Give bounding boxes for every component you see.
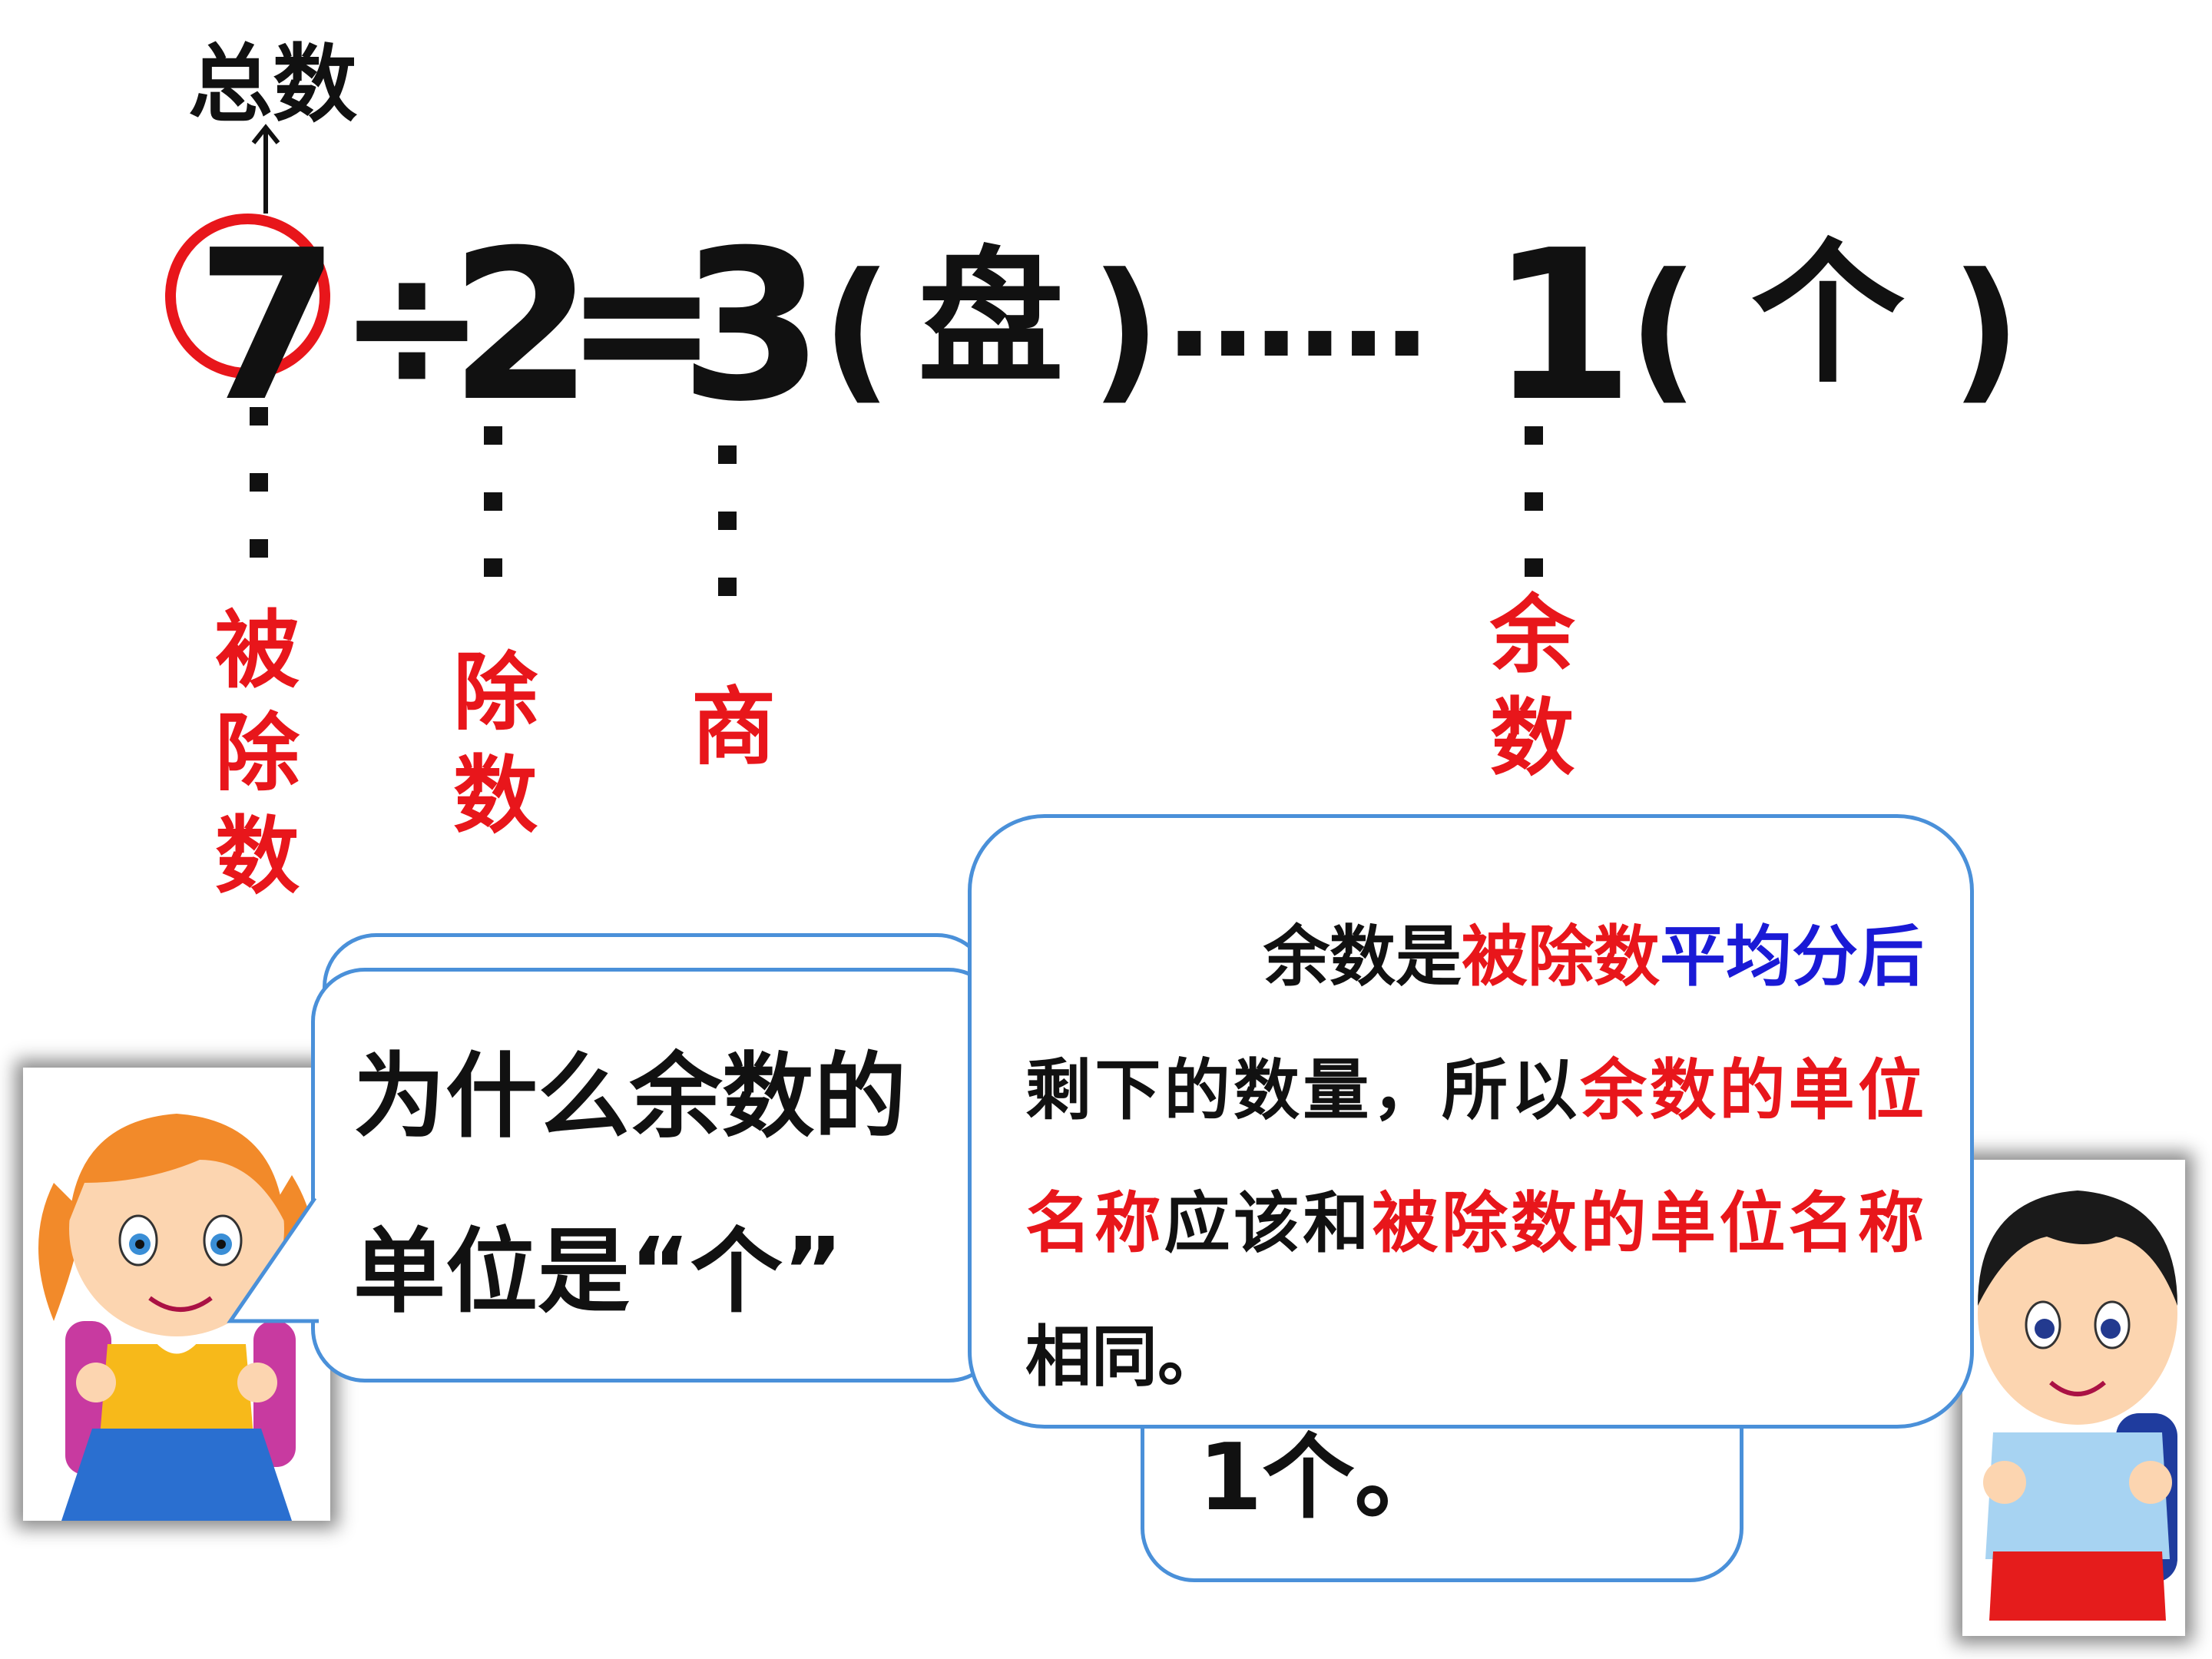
boy-character-icon (1978, 1190, 2177, 1621)
answer-bubble: 余数是被除数平均分后 剩下的数量，所以余数的单位名称应该和被除数的单位名称相同。 (968, 814, 1974, 1429)
total-label: 总数 (188, 35, 357, 134)
answer-text: 余数是被除数平均分后 剩下的数量，所以余数的单位名称应该和被除数的单位名称相同。 (1025, 919, 1925, 1396)
question-text: 为什么余数的 单位是“个” (353, 1044, 906, 1326)
dividend: 7 (196, 205, 340, 447)
question-bubble-tail (227, 1197, 319, 1323)
remainder-label: 余数 (1490, 586, 1575, 788)
remainder: 1 (1490, 205, 1634, 447)
dividend-connector (250, 407, 268, 605)
hidden-answer-text: 1个。 (1198, 1425, 1447, 1532)
quotient: 3 (680, 205, 824, 447)
quotient-unit: 盘 (918, 233, 1065, 403)
divisor-label: 除数 (453, 644, 538, 846)
ellipsis: …… (1167, 235, 1429, 387)
boy-character (1962, 1160, 2185, 1636)
remainder-close-paren: ) (1951, 240, 2022, 419)
equals-sign: = (565, 215, 720, 430)
remainder-connector (1525, 426, 1543, 624)
question-bubble: 为什么余数的 单位是“个” (311, 968, 1002, 1382)
girl-character (23, 1068, 330, 1521)
quotient-open-paren: ( (822, 240, 892, 419)
divisor-connector (484, 426, 502, 624)
divide-sign: ÷ (338, 224, 486, 429)
divisor: 2 (449, 205, 594, 447)
dividend-label: 被除数 (215, 601, 300, 906)
quotient-close-paren: ) (1091, 240, 1161, 419)
arrow-up-icon (251, 124, 280, 214)
quotient-connector (718, 445, 737, 644)
remainder-unit: 个 (1751, 225, 1906, 404)
remainder-open-paren: ( (1628, 240, 1699, 419)
quotient-label: 商 (691, 678, 776, 777)
